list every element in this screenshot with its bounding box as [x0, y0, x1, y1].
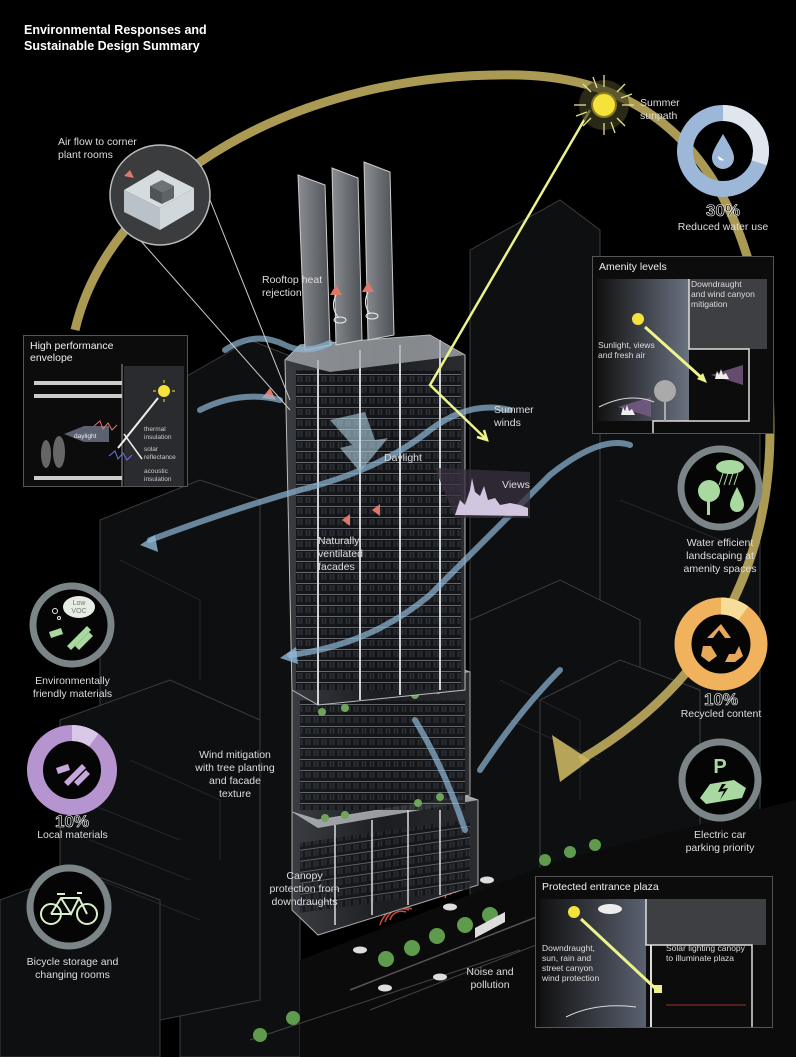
timber-icon: [56, 764, 90, 786]
plaza-panel-title: Protected entrance plaza: [542, 881, 659, 893]
daylight-arrow: [330, 412, 388, 472]
wind-flows: [147, 335, 633, 833]
tree-rain-icon: [698, 460, 744, 515]
envelope-illustration: [34, 364, 184, 486]
plant-room-magnifier: [109, 144, 211, 246]
daylight-label: Daylight: [384, 452, 422, 464]
views-label: Views: [502, 479, 530, 491]
water-use-percent: 30%: [705, 201, 741, 220]
water-use-label: Reduced water use: [677, 221, 769, 233]
local-materials-label: Local materials: [37, 829, 108, 841]
amenity-illustration: [597, 279, 767, 433]
svg-text:Low: Low: [73, 600, 87, 607]
amenity-panel-title: Amenity levels: [599, 261, 667, 273]
materials-badge: Low VOC: [27, 580, 117, 670]
recycle-icon: [701, 624, 743, 662]
bicycle-badge: [24, 862, 114, 952]
water-drop-icon: [712, 134, 734, 169]
local-materials-percent: 10%: [54, 812, 90, 831]
recycled-percent: 10%: [703, 690, 739, 709]
ev-parking-badge: P: [676, 736, 764, 824]
recycled-badge: [673, 596, 769, 692]
svg-text:P: P: [713, 756, 726, 778]
svg-text:VOC: VOC: [71, 608, 86, 615]
title-line-2: Sustainable Design Summary: [24, 39, 200, 53]
sun-ray: [428, 109, 592, 441]
diagram-title: Environmental Responses and Sustainable …: [24, 22, 207, 54]
title-line-1: Environmental Responses and: [24, 23, 207, 37]
local-materials-badge: [26, 724, 118, 816]
sun-icon: [574, 75, 634, 135]
electric-car-icon: [700, 780, 746, 804]
low-voc-icon: Low VOC: [49, 596, 95, 650]
water-use-badge: [676, 104, 770, 198]
tower: [262, 161, 479, 936]
landscaping-badge: [675, 443, 765, 533]
plaza-illustration: [540, 899, 766, 1027]
daylight-tag: daylight: [74, 433, 97, 440]
plaza-panel: Protected entrance plaza Downdraught,sun…: [535, 876, 773, 1028]
recycled-label: Recycled content: [680, 708, 762, 720]
bicycle-icon: [40, 892, 98, 925]
